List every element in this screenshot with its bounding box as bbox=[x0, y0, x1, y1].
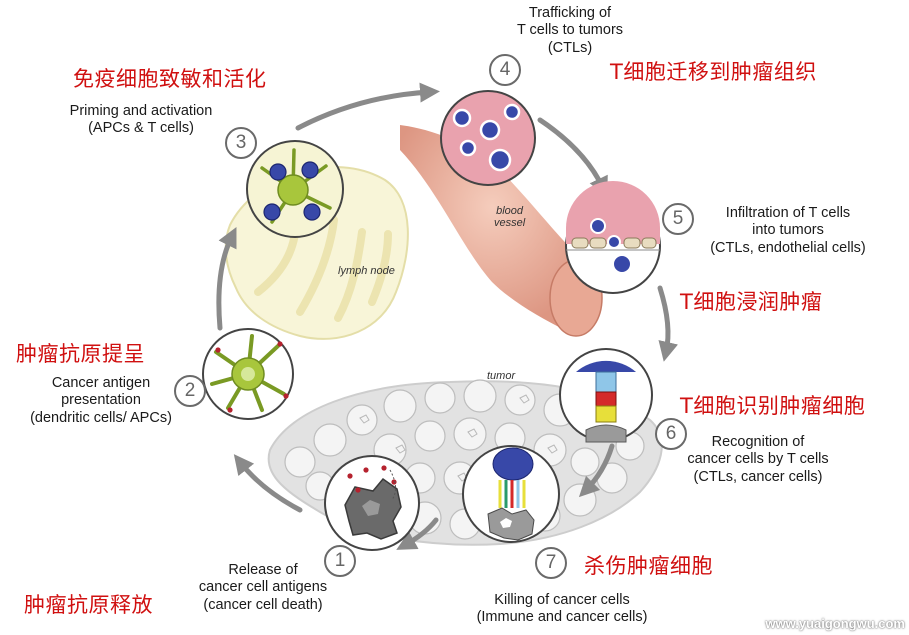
step-5-line-2: into tumors bbox=[752, 222, 824, 239]
blood-vessel-label-line-2: vessel bbox=[494, 217, 526, 229]
step-3-line-2: (APCs & T cells) bbox=[88, 120, 194, 137]
step-4-line-1: Trafficking of bbox=[528, 5, 612, 21]
step-4-number: 4 bbox=[499, 59, 511, 80]
step-2-line-2: presentation bbox=[61, 392, 141, 409]
step-6-number: 6 bbox=[665, 423, 677, 444]
step-6-label: Recognition of cancer cells by T cells (… bbox=[670, 434, 846, 486]
step-1-chinese-label: 肿瘤抗原释放 bbox=[24, 593, 153, 617]
lymph-node-label: lymph node bbox=[338, 265, 395, 277]
step-5-chinese-label: T细胞浸润肿瘤 bbox=[680, 290, 823, 314]
tumor-label: tumor bbox=[487, 370, 516, 382]
step-3-line-1: Priming and activation bbox=[69, 103, 213, 119]
step-5-label: Infiltration of T cells into tumors (CTL… bbox=[696, 205, 880, 257]
step-7-label: Killing of cancer cells (Immune and canc… bbox=[464, 592, 660, 627]
step-6-line-2: cancer cells by T cells bbox=[687, 451, 829, 468]
step-2-chinese-label: 肿瘤抗原提呈 bbox=[16, 342, 145, 366]
blood-vessel-label-line-1: blood bbox=[496, 205, 524, 217]
watermark: www.yuaigongwu.com bbox=[765, 616, 905, 631]
killing-circle bbox=[462, 445, 560, 543]
step-1-line-3: (cancer cell death) bbox=[203, 596, 323, 613]
step-3-number: 3 bbox=[235, 132, 247, 153]
step-6-line-3: (CTLs, cancer cells) bbox=[693, 468, 823, 485]
cycle-arrows bbox=[216, 82, 678, 550]
step-7-line-2: (Immune and cancer cells) bbox=[476, 609, 648, 626]
step-2-line-3: (dendritic cells/ APCs) bbox=[30, 409, 172, 426]
step-2-label: Cancer antigen presentation (dendritic c… bbox=[20, 375, 182, 427]
step-5-line-3: (CTLs, endothelial cells) bbox=[710, 239, 866, 256]
cancer-cell-death-circle bbox=[324, 455, 420, 551]
step-7-line-1: Killing of cancer cells bbox=[494, 592, 630, 608]
step-3-chinese-label: 免疫细胞致敏和活化 bbox=[73, 67, 267, 91]
step-number-markers bbox=[174, 54, 694, 579]
step-1-line-2: cancer cell antigens bbox=[198, 579, 328, 596]
priming-circle bbox=[246, 140, 344, 238]
step-5-number: 5 bbox=[672, 208, 684, 229]
step-7-number: 7 bbox=[545, 552, 557, 573]
infiltration-circle bbox=[565, 181, 661, 294]
step-4-label: Trafficking of T cells to tumors (CTLs) bbox=[496, 5, 644, 57]
recognition-circle bbox=[559, 348, 653, 443]
step-4-chinese-label: T细胞迁移到肿瘤组织 bbox=[610, 60, 817, 84]
trafficking-circle bbox=[440, 90, 536, 186]
step-2-line-1: Cancer antigen bbox=[51, 375, 151, 391]
dendritic-cell-circle bbox=[202, 328, 294, 420]
step-4-line-2: T cells to tumors bbox=[516, 22, 624, 39]
step-5-line-1: Infiltration of T cells bbox=[725, 205, 851, 221]
step-1-label: Release of cancer cell antigens (cancer … bbox=[188, 562, 338, 614]
step-1-line-1: Release of bbox=[228, 562, 298, 578]
step-4-line-3: (CTLs) bbox=[547, 39, 593, 56]
step-2-number: 2 bbox=[184, 380, 196, 401]
step-6-chinese-label: T细胞识别肿瘤细胞 bbox=[680, 394, 866, 418]
step-1-number: 1 bbox=[334, 550, 346, 571]
step-3-label: Priming and activation (APCs & T cells) bbox=[58, 103, 224, 138]
step-7-chinese-label: 杀伤肿瘤细胞 bbox=[584, 554, 713, 578]
blood-vessel-label: blood vessel bbox=[494, 205, 525, 229]
step-6-line-1: Recognition of bbox=[711, 434, 805, 450]
